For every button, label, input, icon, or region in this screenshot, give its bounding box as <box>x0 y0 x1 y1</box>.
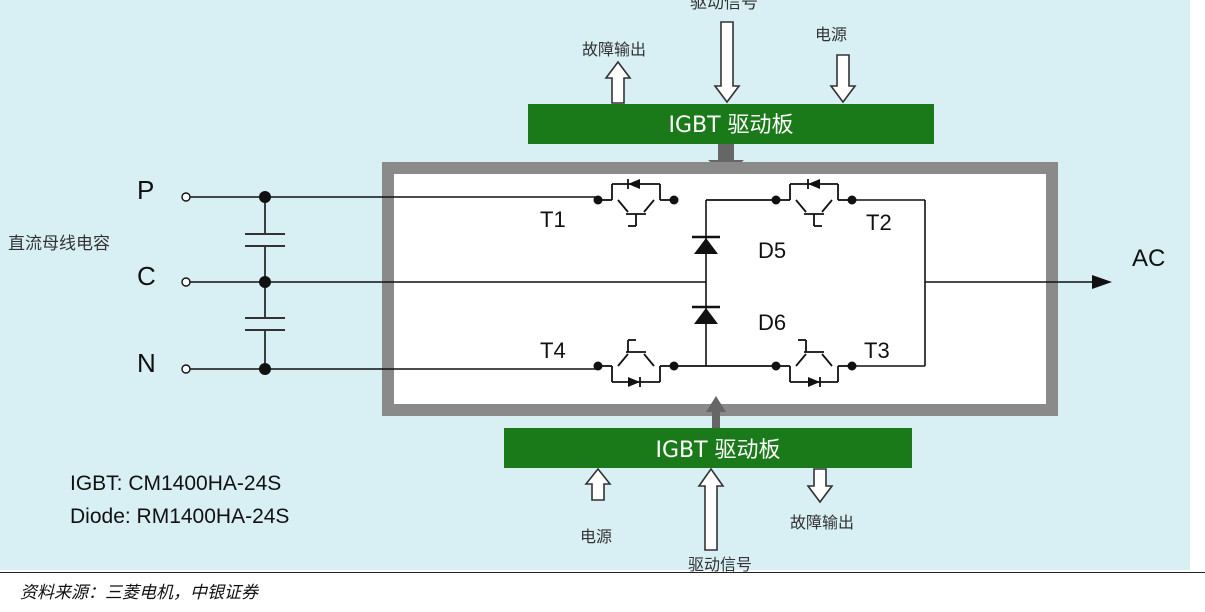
bottom-fault-arrow <box>806 468 834 504</box>
label-t4: T4 <box>540 338 566 363</box>
dc-bus-capacitor-lower <box>245 317 285 331</box>
label-d6: D6 <box>758 310 786 335</box>
label-d5: D5 <box>758 238 786 263</box>
bottom-power-label: 电源 <box>580 527 612 546</box>
diode-part-number: Diode: RM1400HA-24S <box>70 505 289 528</box>
top-fault-label: 故障输出 <box>582 40 646 59</box>
bus-wiring <box>190 196 1095 370</box>
caption-rule <box>0 572 1205 573</box>
top-signal-label: 驱动信号 <box>690 0 758 13</box>
module-frame <box>382 162 1058 416</box>
diode-d5 <box>692 235 720 254</box>
bottom-signal-arrow <box>697 467 725 551</box>
bottom-driver-board <box>504 428 912 468</box>
bottom-signal-label: 驱动信号 <box>688 555 752 574</box>
top-power-label: 电源 <box>815 25 847 44</box>
igbt-t3 <box>771 339 857 387</box>
top-fault-arrow <box>604 60 632 104</box>
igbt-t1 <box>593 179 679 227</box>
label-t3: T3 <box>864 338 890 363</box>
terminal-n: N <box>137 348 156 378</box>
bottom-fault-label: 故障输出 <box>790 513 854 532</box>
terminal-c: C <box>137 261 156 291</box>
terminal-ac: AC <box>1132 245 1165 272</box>
bottom-driver-label: IGBT 驱动板 <box>655 438 780 463</box>
label-t1: T1 <box>540 207 566 232</box>
label-t2: T2 <box>866 210 892 235</box>
bottom-power-arrow <box>584 467 612 501</box>
source-caption: 资料来源：三菱电机，中银证券 <box>20 583 258 603</box>
igbt-t4 <box>593 339 776 387</box>
top-driver-board <box>528 104 934 144</box>
igbt-part-number: IGBT: CM1400HA-24S <box>70 472 281 495</box>
diode-d6 <box>692 305 720 324</box>
terminal-circles <box>181 192 191 374</box>
ac-arrowhead <box>1092 275 1112 289</box>
top-signal-arrow <box>713 21 741 104</box>
capacitor-label: 直流母线电容 <box>8 234 110 254</box>
top-power-arrow <box>829 54 857 104</box>
top-driver-label: IGBT 驱动板 <box>668 113 793 138</box>
junction-dots <box>259 191 271 375</box>
terminal-p: P <box>137 175 154 205</box>
igbt-t2 <box>706 179 857 227</box>
bottom-drive-arrow <box>706 396 726 428</box>
dc-bus-capacitor-upper <box>245 233 285 247</box>
